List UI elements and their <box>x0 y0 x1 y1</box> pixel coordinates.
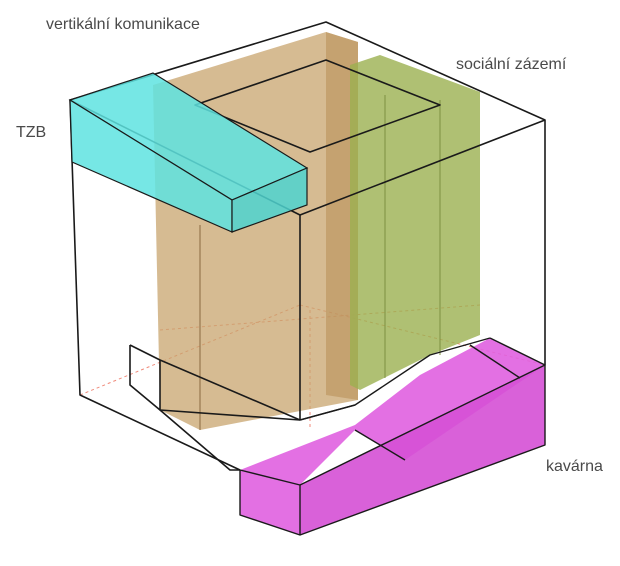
label-tzb: TZB <box>16 124 47 141</box>
label-vertical-communication: vertikální komunikace <box>46 16 200 33</box>
label-cafe: kavárna <box>546 458 603 475</box>
cafe-volume <box>239 337 546 536</box>
label-social-facilities: sociální zázemí <box>456 56 567 73</box>
tzb-volume <box>68 72 309 233</box>
building-outline <box>69 21 546 471</box>
social-facilities-volume <box>350 55 480 390</box>
